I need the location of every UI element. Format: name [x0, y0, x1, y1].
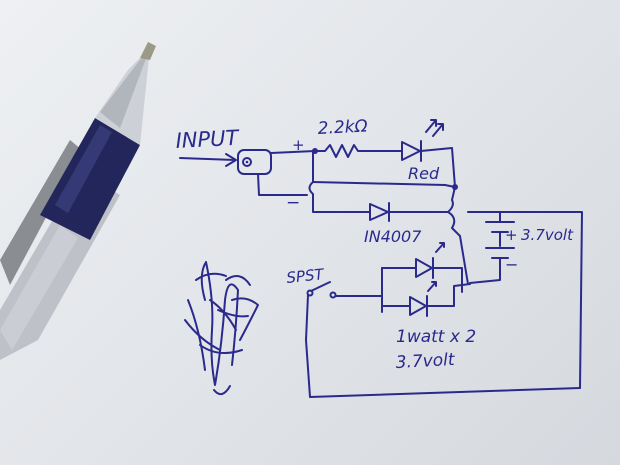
led-voltage-label: 3.7volt	[395, 350, 456, 373]
led-red-label: Red	[408, 164, 440, 183]
spst-switch-symbol	[305, 281, 581, 398]
minus-label: −	[286, 193, 300, 213]
input-label: INPUT	[175, 126, 241, 153]
resistor-symbol	[314, 144, 403, 158]
dc-jack-symbol	[237, 149, 272, 175]
input-arrow	[179, 153, 237, 167]
battery-symbol	[467, 211, 583, 389]
led-spec-label: 1watt x 2	[396, 327, 476, 347]
pen	[0, 42, 156, 360]
battery-minus-label: −	[505, 255, 518, 274]
resistor-label: 2.2kΩ	[317, 116, 368, 139]
switch-label: SPST	[286, 265, 327, 287]
battery-plus-label: +	[505, 226, 518, 244]
diode-1n4007-symbol	[369, 186, 456, 222]
battery-label: 3.7volt	[521, 226, 574, 244]
diode-label: IN4007	[364, 227, 422, 246]
led-red-symbol	[401, 119, 456, 188]
plus-label: +	[292, 136, 305, 154]
signature-scribble	[184, 261, 259, 396]
power-leds-symbol	[381, 242, 471, 317]
